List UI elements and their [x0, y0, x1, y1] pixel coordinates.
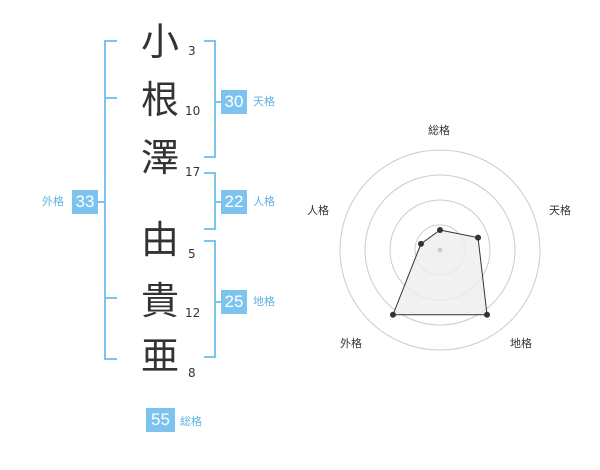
name-char-6: 亜: [140, 334, 179, 378]
stroke-count-5: 12: [185, 306, 201, 320]
radar-ring-3: [364, 174, 516, 326]
radar-point-3: [484, 311, 491, 318]
stroke-count-4: 5: [188, 247, 196, 261]
radar-series-polygon: [392, 229, 488, 316]
name-char-3: 澤: [140, 136, 179, 180]
radar-axis-label-1: 総格: [428, 124, 450, 137]
stroke-count-3: 17: [185, 165, 201, 179]
stroke-count-6: 8: [188, 366, 196, 380]
name-char-4: 由: [140, 218, 179, 262]
tenkaku-value-badge: 30: [221, 90, 247, 114]
radar-point-4: [389, 311, 396, 318]
name-char-5: 貴: [140, 279, 179, 323]
radar-axis-label-4: 外格: [340, 337, 362, 350]
jinkaku-label: 人格: [253, 195, 275, 208]
radar-point-5: [417, 240, 424, 247]
chikaku-label: 地格: [253, 295, 275, 308]
jinkaku-value-badge: 22: [221, 190, 247, 214]
soukaku-value-badge: 55: [146, 408, 175, 432]
radar-axis-label-5: 人格: [307, 204, 329, 217]
chikaku-value-badge: 25: [221, 290, 247, 314]
gaikaku-label: 外格: [42, 195, 64, 208]
name-char-2: 根: [140, 78, 179, 122]
radar-point-2: [475, 234, 482, 241]
stroke-count-1: 3: [188, 44, 196, 58]
radar-ring-4: [339, 149, 541, 351]
stroke-count-2: 10: [185, 104, 201, 118]
radar-center-dot: [437, 247, 443, 253]
radar-axis-label-3: 地格: [510, 337, 532, 350]
name-char-1: 小: [140, 20, 179, 64]
radar-axis-label-2: 天格: [549, 204, 571, 217]
gaikaku-value-badge: 33: [72, 190, 98, 214]
tenkaku-label: 天格: [253, 95, 275, 108]
soukaku-label: 総格: [180, 415, 202, 428]
radar-point-1: [437, 227, 443, 233]
